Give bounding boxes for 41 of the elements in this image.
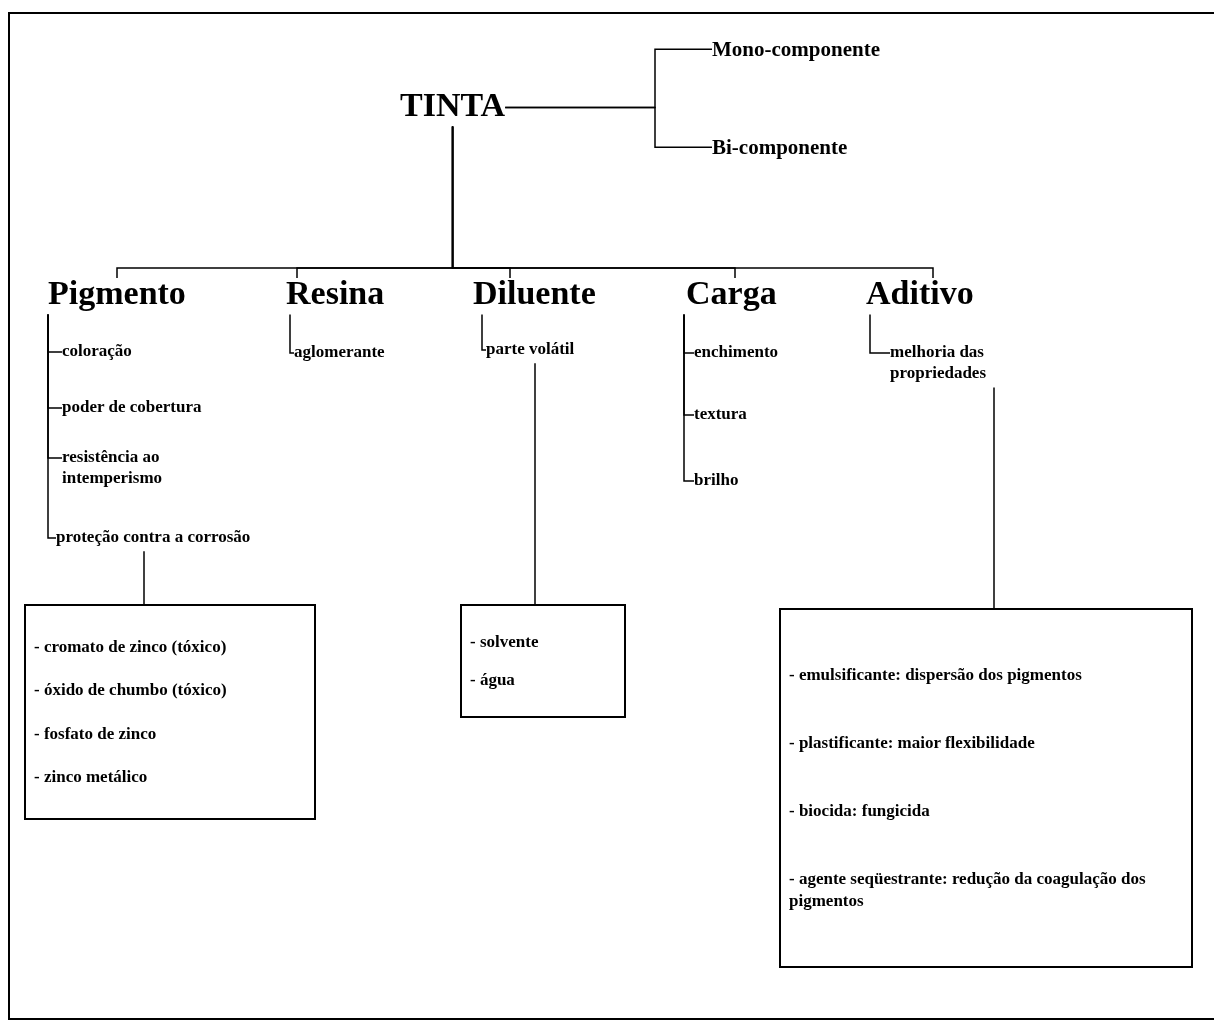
branch-label: Mono-componente: [712, 36, 880, 63]
category-heading: Carga: [686, 272, 777, 315]
list-item: - fosfato de zinco: [34, 722, 158, 745]
connector-line: [504, 106, 713, 148]
list-item: - solvente: [470, 630, 540, 653]
property-label: melhoria das propriedades: [890, 341, 1040, 384]
list-box: [779, 608, 1193, 968]
property-label: enchimento: [694, 341, 779, 363]
list-item: - zinco metálico: [34, 766, 149, 789]
property-label: brilho: [694, 469, 739, 491]
connector-line: [289, 313, 295, 354]
list-box: [24, 604, 316, 820]
title-text: TINTA: [400, 84, 506, 127]
property-label: proteção contra a corrosão: [56, 526, 256, 548]
property-label: textura: [694, 403, 747, 425]
connector-line: [481, 313, 487, 351]
property-label: poder de cobertura: [62, 396, 202, 418]
list-item: - emulsificante: dispersão dos pigmentos: [789, 663, 1083, 686]
connector-line: [869, 313, 891, 354]
property-label: parte volátil: [486, 338, 575, 360]
connector-line: [451, 125, 934, 279]
list-item: - óxido de chumbo (tóxico): [34, 679, 228, 702]
list-item: - cromato de zinco (tóxico): [34, 635, 228, 658]
property-label: coloração: [62, 340, 132, 362]
property-label: aglomerante: [294, 341, 385, 363]
property-label: resistência ao intemperismo: [62, 446, 262, 489]
category-heading: Diluente: [473, 272, 596, 315]
list-item: - biocida: fungicida: [789, 799, 931, 822]
list-item: - agente seqüestrante: redução da coagulação dos pigmentos: [789, 867, 1147, 912]
connector-line: [683, 313, 695, 482]
connector-line: [143, 550, 145, 605]
category-heading: Resina: [286, 272, 385, 315]
list-item: - água: [470, 669, 516, 692]
connector-line: [47, 313, 57, 539]
list-box: [460, 604, 626, 718]
connector-line: [993, 386, 995, 609]
list-item: - plastificante: maior flexibilidade: [789, 731, 1036, 754]
category-heading: Pigmento: [48, 272, 186, 315]
connector-line: [534, 362, 536, 605]
category-heading: Aditivo: [866, 272, 974, 315]
branch-label: Bi-componente: [712, 134, 848, 161]
